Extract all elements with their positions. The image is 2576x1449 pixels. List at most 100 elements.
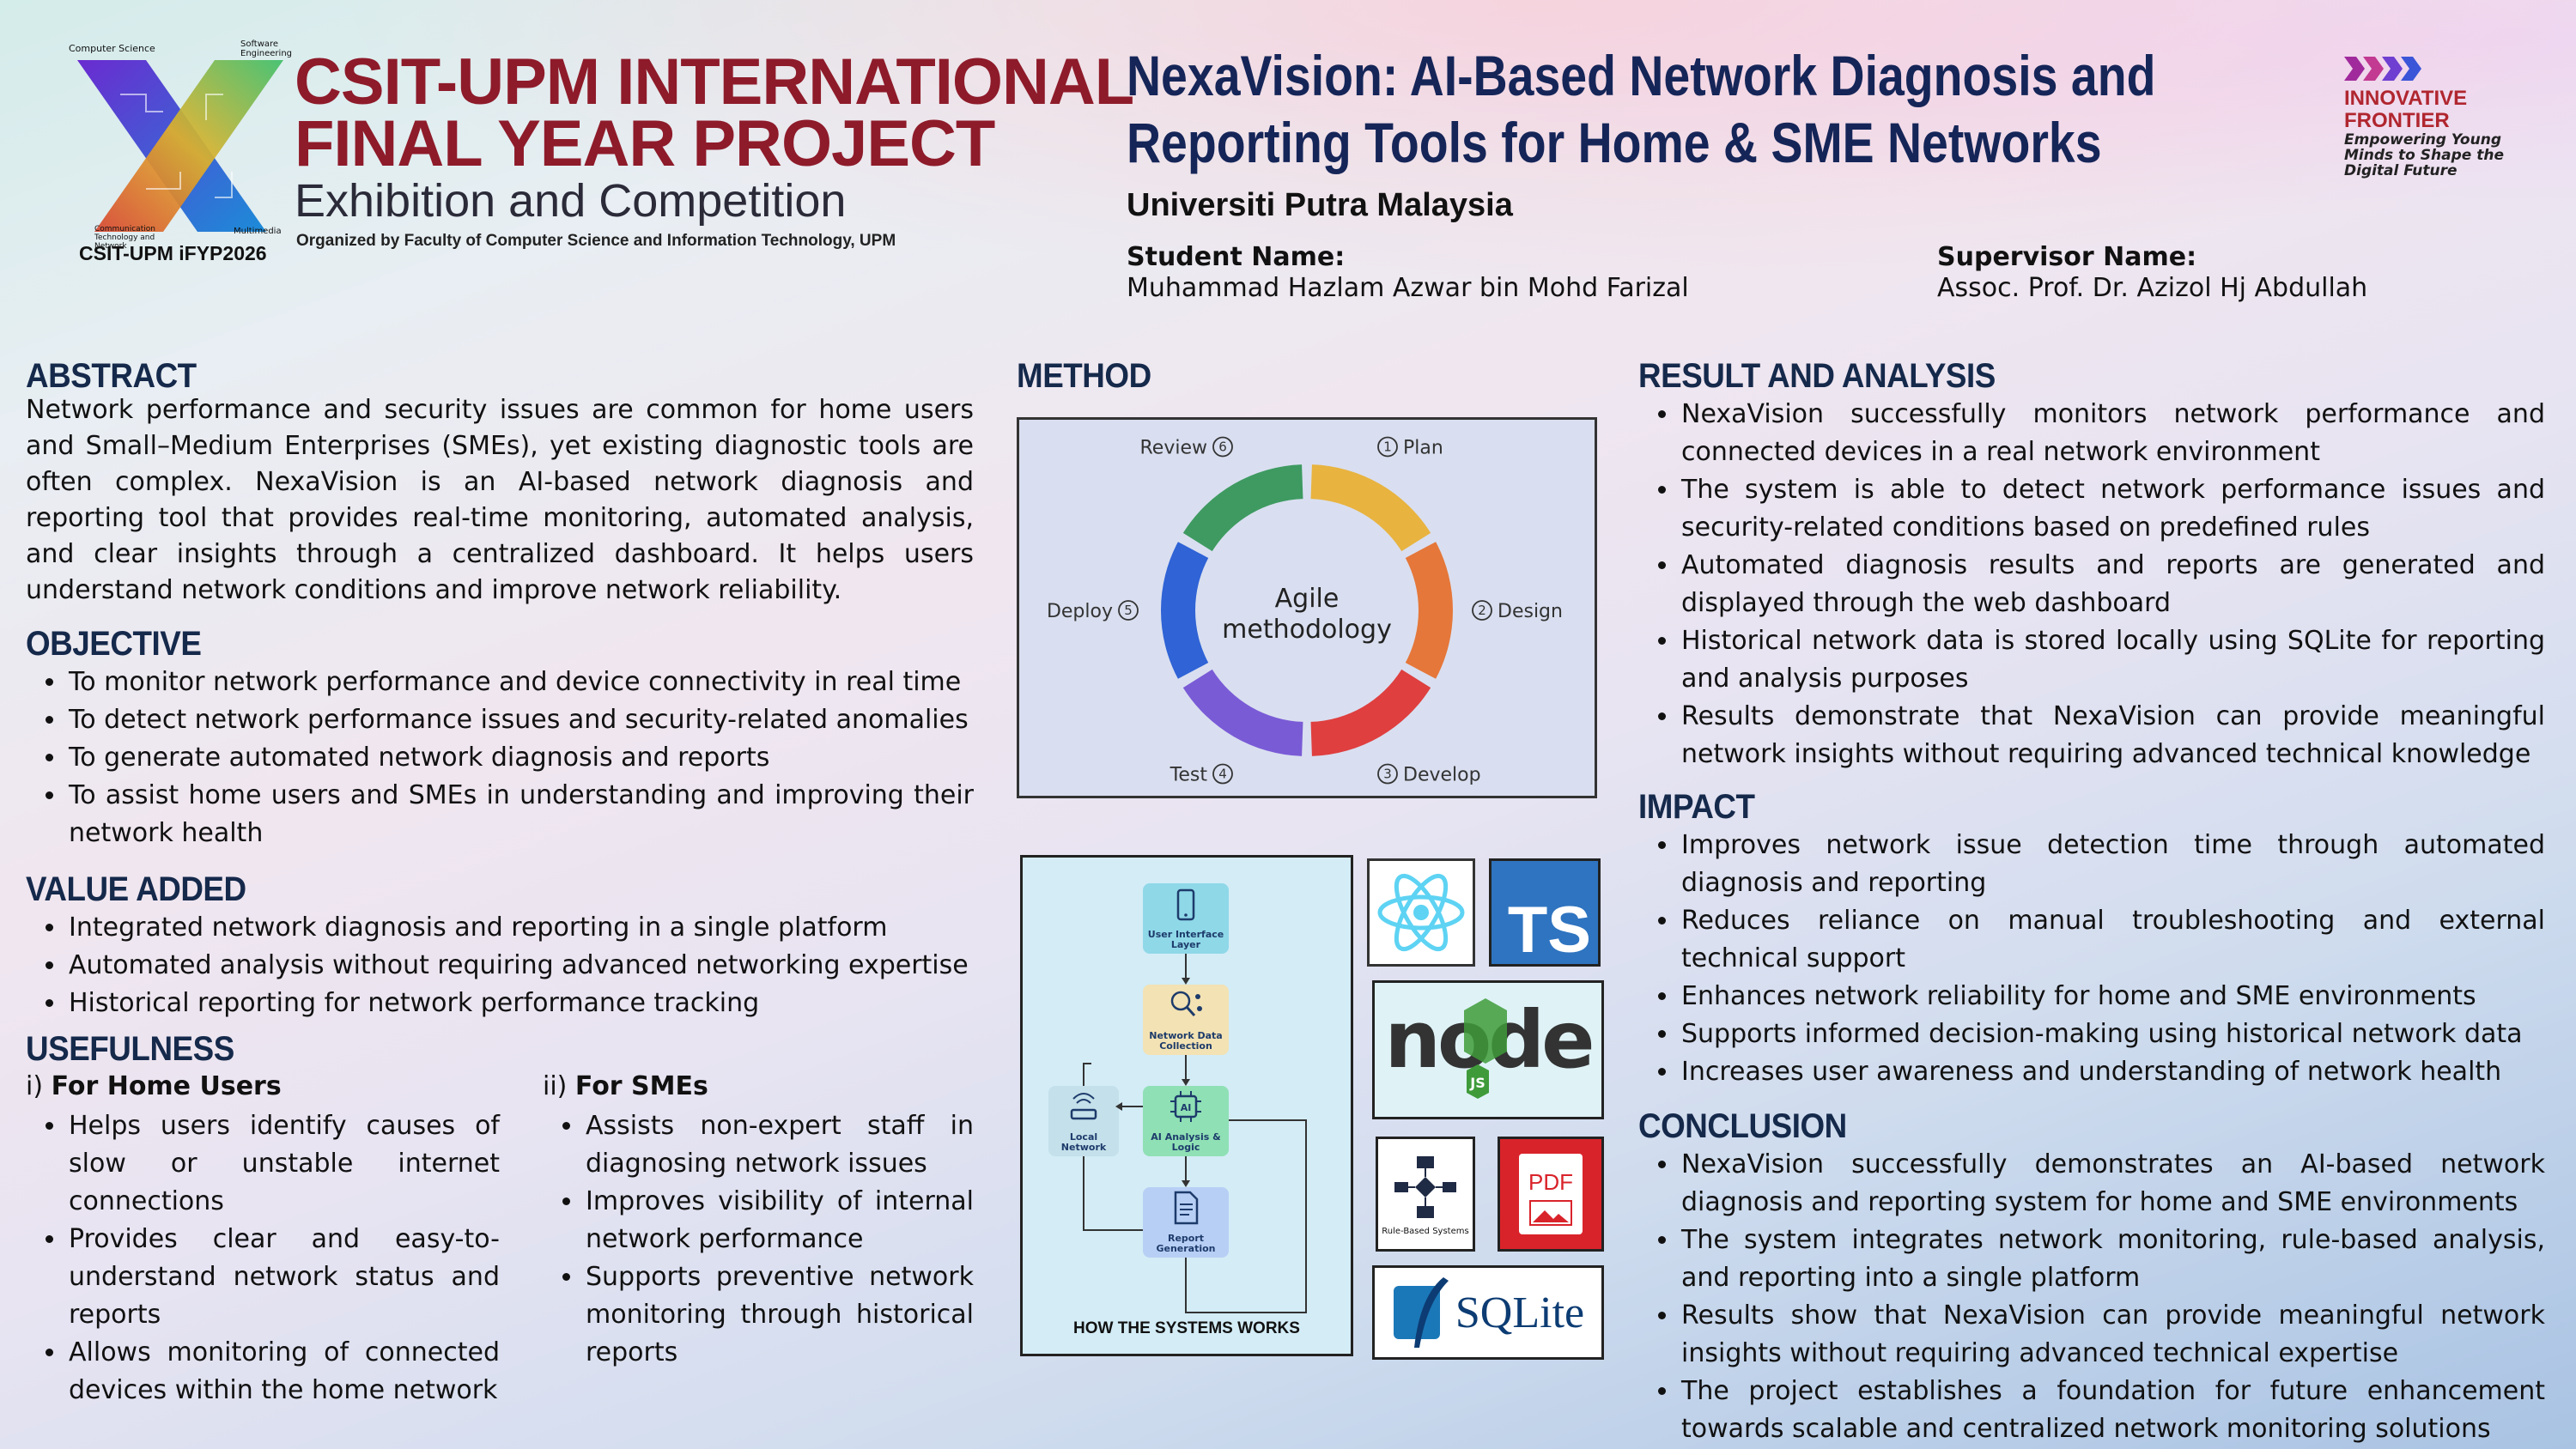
value-added-heading: VALUE ADDED bbox=[26, 870, 246, 908]
impact-heading: IMPACT bbox=[1638, 788, 1755, 826]
list-item: Historical reporting for network perform… bbox=[67, 985, 974, 1022]
svg-text:3: 3 bbox=[1383, 767, 1392, 782]
supervisor-name: Assoc. Prof. Dr. Azizol Hj Abdullah bbox=[1937, 273, 2368, 303]
brand-tag1: Empowering Young bbox=[2344, 131, 2501, 149]
event-title-line1: CSIT-UPM INTERNATIONAL bbox=[295, 45, 1134, 118]
brand-line2: FRONTIER bbox=[2344, 109, 2450, 132]
list-item: Increases user awareness and understandi… bbox=[1680, 1053, 2545, 1091]
brand-tag3: Digital Future bbox=[2344, 162, 2458, 179]
conclusion-list: NexaVision successfully demonstrates an … bbox=[1638, 1146, 2545, 1448]
svg-text:1: 1 bbox=[1383, 439, 1392, 454]
magnifier-network-icon bbox=[1170, 991, 1202, 1017]
abstract-heading: ABSTRACT bbox=[26, 357, 197, 395]
list-item: The project establishes a foundation for… bbox=[1680, 1373, 2545, 1448]
svg-text:Deploy: Deploy bbox=[1047, 601, 1113, 622]
system-flow-diagram: User Interface Layer Network Data Collec… bbox=[1020, 855, 1353, 1356]
logo-label-mm: Multimedia bbox=[234, 227, 282, 236]
router-icon bbox=[1070, 1093, 1097, 1120]
usefulness-heading: USEFULNESS bbox=[26, 1030, 234, 1068]
pdf-label: PDF bbox=[1528, 1169, 1573, 1195]
pdf-icon: PDF bbox=[1519, 1154, 1583, 1234]
home-prefix: i) bbox=[26, 1071, 52, 1101]
brand-tag2: Minds to Shape the bbox=[2344, 147, 2504, 164]
agile-center-line2: methodology bbox=[1222, 615, 1392, 645]
logo-label-se: Software Engineering bbox=[240, 39, 292, 58]
objective-list: To monitor network performance and devic… bbox=[26, 664, 974, 852]
list-item: Improves network issue detection time th… bbox=[1680, 827, 2545, 902]
university-name: Universiti Putra Malaysia bbox=[1127, 187, 1513, 223]
home-heading: For Home Users bbox=[51, 1071, 282, 1101]
student-label: Student Name: bbox=[1127, 242, 1346, 272]
organizer-text: Organized by Faculty of Computer Science… bbox=[296, 232, 896, 250]
objective-heading: OBJECTIVE bbox=[26, 625, 202, 663]
flowchart-icon bbox=[1394, 1155, 1456, 1218]
ai-analysis-box: AI AI Analysis & Logic bbox=[1143, 1086, 1229, 1156]
impact-section: IMPACT Improves network issue detection … bbox=[1638, 788, 2545, 1091]
ui-layer-box: User Interface Layer bbox=[1143, 883, 1229, 954]
poster-title-line1: NexaVision: AI-Based Network Diagnosis a… bbox=[1127, 44, 2156, 107]
list-item: NexaVision successfully demonstrates an … bbox=[1680, 1146, 2545, 1222]
report-generation-box: Report Generation bbox=[1143, 1187, 1229, 1258]
svg-text:6: 6 bbox=[1218, 439, 1227, 454]
svg-text:Design: Design bbox=[1498, 601, 1563, 622]
method-heading: METHOD bbox=[1017, 357, 1151, 395]
sme-prefix: ii) bbox=[543, 1071, 575, 1101]
chevron-arrows-icon bbox=[2344, 57, 2421, 81]
pdf-logo-tile: PDF bbox=[1498, 1137, 1604, 1252]
brand-line1: INNOVATIVE bbox=[2344, 87, 2468, 110]
sme-heading: For SMEs bbox=[574, 1071, 708, 1101]
event-badge: CSIT-UPM iFYP2026 bbox=[79, 242, 267, 264]
list-item: Assists non-expert staff in diagnosing n… bbox=[584, 1107, 974, 1183]
event-title-line3: Exhibition and Competition bbox=[295, 175, 847, 227]
poster-title-line2: Reporting Tools for Home & SME Networks bbox=[1127, 111, 2102, 174]
supervisor-label: Supervisor Name: bbox=[1937, 242, 2197, 272]
usefulness-sme: ii) For SMEs Assists non-expert staff in… bbox=[543, 1070, 974, 1372]
react-logo-tile bbox=[1367, 858, 1475, 967]
home-users-list: Helps users identify causes of slow or u… bbox=[26, 1107, 500, 1410]
list-item: NexaVision successfully monitors network… bbox=[1680, 396, 2545, 471]
svg-text:2: 2 bbox=[1478, 603, 1486, 618]
list-item: Provides clear and easy-to-understand ne… bbox=[67, 1221, 500, 1334]
agile-segment-plan bbox=[1310, 464, 1431, 552]
value-added-section: VALUE ADDED Integrated network diagnosis… bbox=[26, 870, 974, 1022]
data-collection-box: Network Data Collection bbox=[1143, 985, 1229, 1055]
list-item: The system integrates network monitoring… bbox=[1680, 1222, 2545, 1297]
list-item: Automated analysis without requiring adv… bbox=[67, 947, 974, 985]
list-item: Allows monitoring of connected devices w… bbox=[67, 1334, 500, 1410]
innovative-frontier-logo: INNOVATIVE FRONTIER Empowering Young Min… bbox=[2344, 53, 2542, 191]
list-item: Results show that NexaVision can provide… bbox=[1680, 1297, 2545, 1373]
value-added-list: Integrated network diagnosis and reporti… bbox=[26, 909, 974, 1022]
student-name: Muhammad Hazlam Azwar bin Mohd Farizal bbox=[1127, 273, 1689, 303]
document-icon bbox=[1174, 1191, 1199, 1225]
logo-label-cs: Computer Science bbox=[69, 43, 155, 54]
typescript-label: TS bbox=[1507, 894, 1591, 967]
list-item: To generate automated network diagnosis … bbox=[67, 739, 974, 777]
agile-step-review: 6 Review bbox=[1140, 436, 1233, 458]
agile-segment-test bbox=[1182, 669, 1303, 756]
list-item: Supports preventive network monitoring t… bbox=[584, 1258, 974, 1372]
svg-text:AI: AI bbox=[1181, 1102, 1192, 1113]
report-generation-label: Report Generation bbox=[1156, 1233, 1216, 1254]
agile-segment-develop bbox=[1310, 669, 1431, 756]
results-heading: RESULT AND ANALYSIS bbox=[1638, 357, 1996, 395]
rule-based-label: Rule-Based Systems bbox=[1382, 1226, 1469, 1236]
data-collection-label: Network Data Collection bbox=[1149, 1030, 1223, 1052]
list-item: The system is able to detect network per… bbox=[1680, 471, 2545, 547]
results-list: NexaVision successfully monitors network… bbox=[1638, 396, 2545, 773]
svg-text:Review: Review bbox=[1140, 437, 1208, 458]
svg-text:Test: Test bbox=[1170, 765, 1208, 786]
conclusion-section: CONCLUSION NexaVision successfully demon… bbox=[1638, 1107, 2545, 1448]
agile-segment-deploy bbox=[1161, 542, 1209, 679]
agile-segment-review bbox=[1182, 464, 1303, 552]
sqlite-feather-icon bbox=[1393, 1277, 1449, 1348]
svg-text:5: 5 bbox=[1124, 603, 1133, 618]
svg-text:JS: JS bbox=[1469, 1075, 1485, 1091]
list-item: Integrated network diagnosis and reporti… bbox=[67, 909, 974, 947]
list-item: Historical network data is stored locall… bbox=[1680, 622, 2545, 698]
nodejs-icon: node JS bbox=[1385, 998, 1595, 1099]
objective-section: OBJECTIVE To monitor network performance… bbox=[26, 625, 974, 852]
list-item: Supports informed decision-making using … bbox=[1680, 1016, 2545, 1053]
